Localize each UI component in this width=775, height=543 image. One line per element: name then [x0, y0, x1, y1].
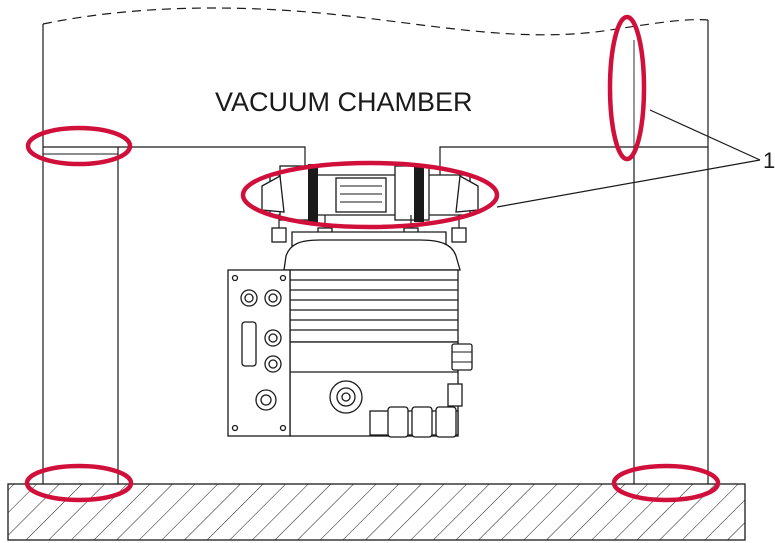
pump-front-port — [329, 380, 363, 414]
pump-dome — [283, 239, 461, 271]
pump-cooling-fins — [289, 269, 459, 343]
highlight-left-pillar-top — [25, 125, 133, 167]
left-support-pillar — [43, 146, 119, 484]
pump-valve-fitting — [369, 383, 463, 438]
highlight-right-pillar-base — [611, 463, 721, 503]
highlight-markers — [24, 14, 721, 503]
callout-label: 1 — [763, 148, 775, 173]
highlight-right-wall-top — [607, 14, 647, 162]
turbo-pump-assembly — [227, 164, 479, 438]
pump-mounting-clamps — [261, 164, 479, 222]
pump-side-nut — [451, 343, 473, 371]
highlight-left-pillar-base — [24, 463, 134, 503]
vacuum-chamber-outline — [42, 7, 709, 484]
pump-electronics-panel — [227, 269, 291, 437]
callout-leaders — [496, 109, 761, 208]
highlight-pump-flange — [240, 160, 500, 230]
chamber-title: VACUUM CHAMBER — [215, 87, 473, 117]
